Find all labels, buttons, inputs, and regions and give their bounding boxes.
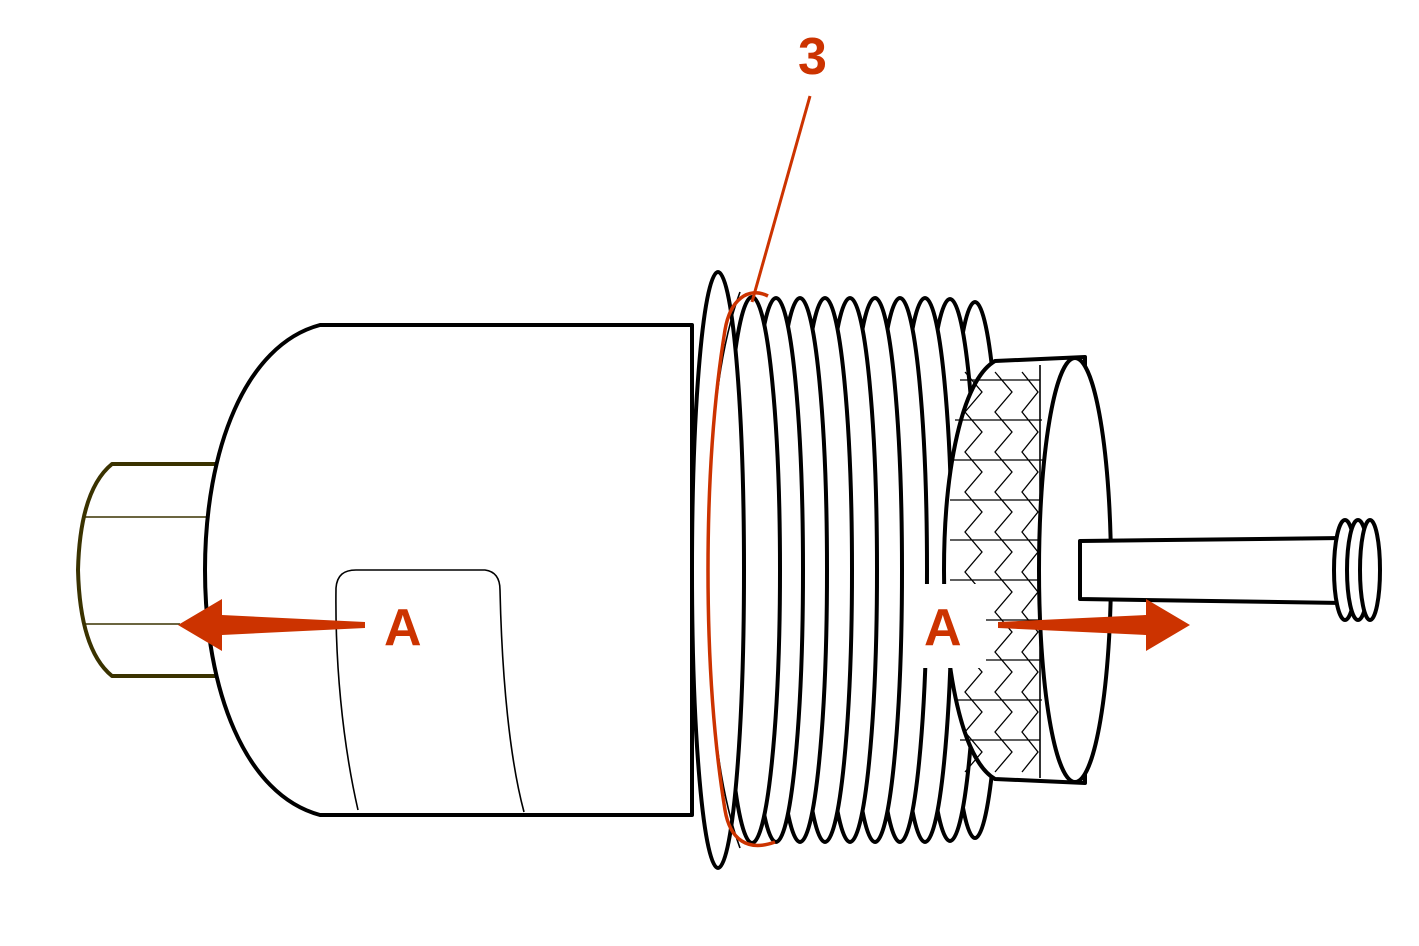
left-direction-label: A xyxy=(384,599,422,657)
part-leader-line xyxy=(750,95,812,303)
right-direction-label: A xyxy=(924,599,962,657)
rod-shaft xyxy=(1078,536,1345,605)
left-direction-arrow: A xyxy=(178,599,422,657)
right-label-backdrop xyxy=(914,584,986,668)
knurl-lines xyxy=(950,371,1045,773)
right-direction-arrow: A xyxy=(914,584,1190,668)
housing-window xyxy=(335,569,525,813)
left-arrow-shape xyxy=(178,599,365,651)
main-housing xyxy=(203,323,694,817)
flange xyxy=(690,270,746,870)
knurled-cap xyxy=(942,355,1113,785)
knurl-pattern xyxy=(950,371,1045,773)
right-rod xyxy=(1078,518,1382,622)
seal-ring xyxy=(706,291,776,848)
left-stem xyxy=(76,462,220,678)
part-callout: 3 xyxy=(750,28,827,303)
part-number-label: 3 xyxy=(798,28,827,86)
rod-ring-3 xyxy=(1358,518,1382,622)
left-stem-body xyxy=(76,462,220,678)
flange-outer xyxy=(690,270,746,870)
right-arrow-shape xyxy=(998,599,1190,651)
